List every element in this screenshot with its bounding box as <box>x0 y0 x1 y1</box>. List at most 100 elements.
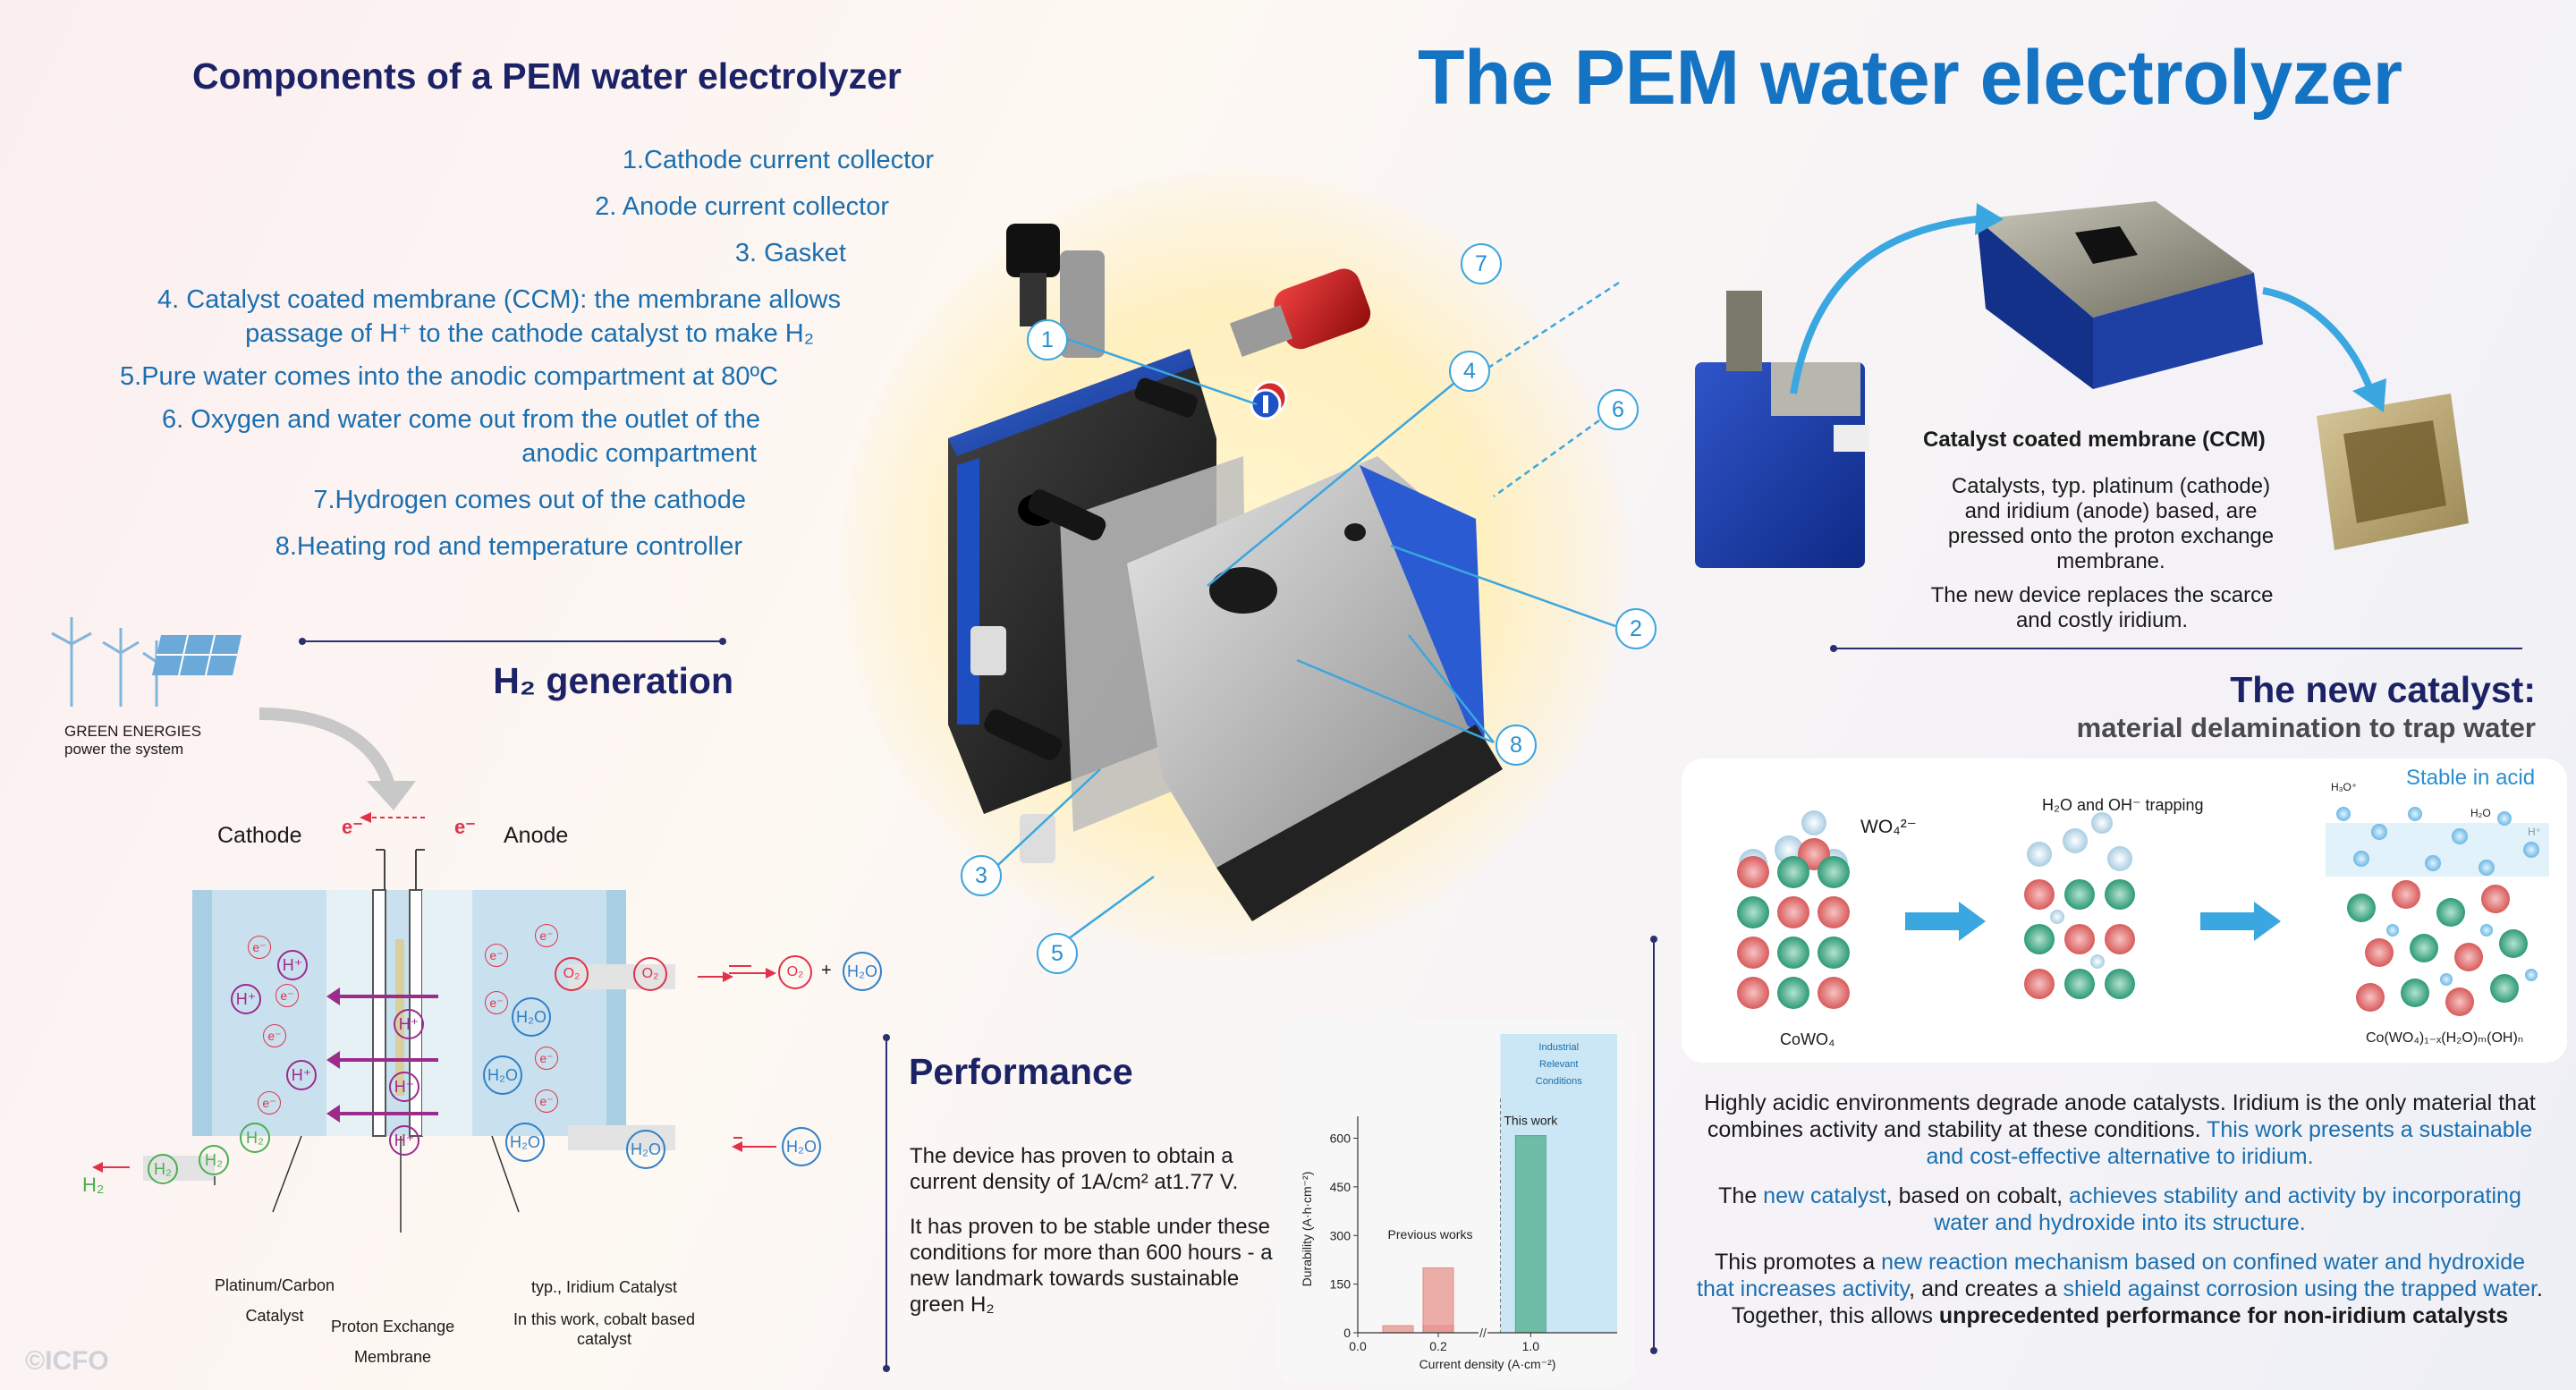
green-energies-line-2: power the system <box>64 741 184 758</box>
ccm-separator <box>1830 645 2522 652</box>
pt-line-2: Catalyst <box>245 1307 304 1325</box>
y-tick-label: 150 <box>1330 1277 1352 1292</box>
y-tick-label: 300 <box>1330 1228 1352 1242</box>
x-tick-label: 0.0 <box>1349 1339 1367 1353</box>
proton-particle: H⁺ <box>389 1072 419 1102</box>
p3-highlight-d: shield against corrosion using the trapp… <box>2063 1276 2538 1301</box>
flow-arrows <box>729 968 776 1152</box>
component-item-7: 7.Hydrogen comes out of the cathode <box>313 486 746 514</box>
electron-particle: e⁻ <box>535 924 558 947</box>
electron-particle: e⁻ <box>248 936 271 959</box>
stable-label: Stable in acid <box>2406 766 2536 790</box>
proton-particle: H⁺ <box>231 984 261 1014</box>
oxygen-output-particle: O₂ <box>778 955 812 989</box>
hydrogen-particle: H₂ <box>148 1154 178 1184</box>
electron-particle: e⁻ <box>275 984 299 1007</box>
shade-label: Industrial <box>1538 1042 1579 1053</box>
ir-catalyst-label: typ., Iridium Catalyst In this work, cob… <box>508 1277 700 1349</box>
y-axis-label: Durability (A·h·cm⁻²) <box>1300 1172 1314 1287</box>
water-particle: H₂O <box>626 1130 665 1169</box>
hydrogen-particle: H₂ <box>199 1145 229 1175</box>
cowo4-label: CoWO₄ <box>1780 1030 1835 1048</box>
catalyst-vertical-separator <box>1650 936 1657 1354</box>
callout-2: 2 <box>1615 608 1657 649</box>
catalyst-subheading: material delamination to trap water <box>2076 712 2536 743</box>
h2gen-separator <box>299 638 726 645</box>
p3-highlight-b: new reaction mechanism based on confined… <box>1697 1250 2526 1301</box>
trapping-label: H₂O and OH⁻ trapping <box>2042 796 2204 814</box>
anode-label: Anode <box>504 823 569 848</box>
p2-highlight-b: new catalyst <box>1763 1183 1886 1208</box>
series-label-this-work: This work <box>1504 1113 1558 1127</box>
pem-line-1: Proton Exchange <box>331 1318 455 1335</box>
cathode-label: Cathode <box>217 823 302 848</box>
p1-highlight: This work presents a sustainable and cos… <box>1926 1117 2533 1169</box>
callout-3: 3 <box>961 855 1002 896</box>
p3-bold-f: unprecedented performance for non-iridiu… <box>1938 1303 2509 1328</box>
wo4-label: WO₄²⁻ <box>1860 817 1917 837</box>
lattice-final <box>2326 807 2549 1016</box>
series-label-previous-works: Previous works <box>1388 1227 1473 1242</box>
copyright-label: ©ICFO <box>25 1346 109 1376</box>
green-energies-label: GREEN ENERGIES power the system <box>64 723 201 759</box>
shade-label: Relevant <box>1539 1059 1578 1070</box>
component-item-5: 5.Pure water comes into the anodic compa… <box>120 362 778 391</box>
h2gen-heading: H₂ generation <box>493 660 733 701</box>
hydrogen-particle: H₂ <box>240 1123 270 1153</box>
water-particle: H₂O <box>505 1123 545 1162</box>
final-structure-label: Co(WO₄)₁₋ₓ(H₂O)ₘ(OH)ₙ <box>2366 1030 2524 1046</box>
bar-previous-works-0 <box>1382 1325 1414 1334</box>
p3-text-c: , and creates a <box>1909 1276 2063 1301</box>
green-energy-icon <box>51 617 242 707</box>
x-tick-label: 0.2 <box>1429 1339 1447 1353</box>
y-tick-label: 600 <box>1330 1131 1352 1146</box>
ir-line-3: catalyst <box>576 1330 632 1348</box>
catalyst-heading: The new catalyst: <box>2230 669 2536 710</box>
performance-heading: Performance <box>909 1051 1133 1092</box>
callout-1: 1 <box>1027 319 1068 360</box>
y-tick-label: 0 <box>1343 1326 1351 1340</box>
p3-text-a: This promotes a <box>1714 1250 1882 1275</box>
x-tick-label: 1.0 <box>1522 1339 1540 1353</box>
catalyst-paragraph-2: The new catalyst, based on cobalt, achie… <box>1695 1182 2545 1236</box>
p2-text-c: , based on cobalt, <box>1885 1183 2070 1208</box>
bar-previous-works-2 <box>1422 1267 1454 1334</box>
electron-particle: e⁻ <box>258 1091 281 1115</box>
proton-particle: H⁺ <box>286 1060 317 1090</box>
bar-this-work-0 <box>1514 1135 1546 1334</box>
water-output-particle: H₂O <box>843 952 882 991</box>
component-item-8: 8.Heating rod and temperature controller <box>275 532 742 561</box>
callout-8: 8 <box>1496 725 1537 766</box>
minus-symbol-icon <box>1250 388 1282 420</box>
p3-text-e: . Together, this allows <box>1731 1276 2543 1328</box>
x-axis-label: Current density (A·cm⁻²) <box>1419 1357 1556 1371</box>
pem-label: Proton Exchange Membrane <box>331 1311 454 1372</box>
axis-break-mark: // <box>1479 1326 1487 1340</box>
water-particle: H₂O <box>483 1055 522 1095</box>
water-particle: H₂O <box>512 997 551 1037</box>
p1-text: Highly acidic environments degrade anode… <box>1704 1090 2536 1142</box>
proton-particle: H⁺ <box>394 1009 424 1039</box>
durability-chart: Industrial Relevant Conditions Previous … <box>1300 1034 1617 1371</box>
oxygen-particle: O₂ <box>555 957 589 991</box>
components-list: 1.Cathode current collector 2. Anode cur… <box>36 143 934 564</box>
oxygen-particle: O₂ <box>633 957 667 991</box>
callout-4: 4 <box>1449 351 1490 392</box>
p2-highlight-d: achieves stability and activity by incor… <box>1934 1183 2521 1235</box>
performance-separator <box>883 1034 890 1372</box>
ir-line-2: In this work, cobalt based <box>513 1310 696 1328</box>
proton-particle: H⁺ <box>277 950 308 980</box>
catalyst-paragraph-1: Highly acidic environments degrade anode… <box>1695 1089 2545 1170</box>
pt-catalyst-label: Platinum/Carbon Catalyst <box>215 1270 335 1331</box>
ccm-text-2: The new device replaces the scarce and c… <box>1930 583 2274 632</box>
electron-particle: e⁻ <box>485 944 508 967</box>
electron-particle: e⁻ <box>535 1047 558 1070</box>
electron-particle: e⁻ <box>485 991 508 1014</box>
catalyst-paragraph-3: This promotes a new reaction mechanism b… <box>1695 1249 2545 1329</box>
components-heading: Components of a PEM water electrolyzer <box>192 55 902 97</box>
lattice-cowo4 <box>1737 810 1850 1009</box>
component-item-1: 1.Cathode current collector <box>622 146 934 174</box>
component-item-3: 3. Gasket <box>734 239 846 267</box>
ccm-text-1: Catalysts, typ. platinum (cathode) and i… <box>1947 474 2275 573</box>
p2-text-a: The <box>1718 1183 1764 1208</box>
